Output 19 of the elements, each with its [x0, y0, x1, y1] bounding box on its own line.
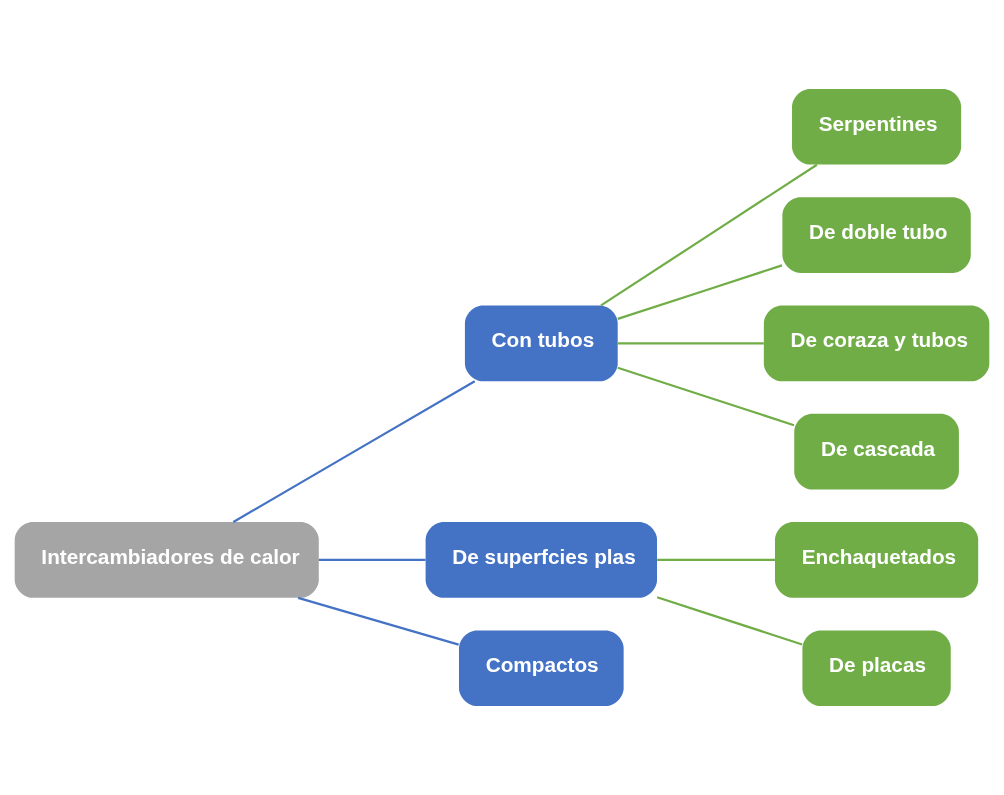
connector	[657, 558, 775, 562]
connector	[297, 596, 459, 646]
connector	[617, 264, 783, 320]
node-box: De cascada	[794, 413, 959, 490]
node-box: De doble tubo	[782, 197, 971, 273]
node-box: De coraza y tubos	[763, 305, 990, 382]
node-box: Compactos	[459, 630, 624, 707]
node-box: Enchaquetados	[774, 522, 979, 598]
node-box: Serpentines	[792, 88, 962, 165]
node-box: Intercambiadores de calor	[14, 522, 319, 598]
node-box: De superfcies plas	[425, 522, 657, 598]
connector	[617, 366, 795, 427]
connector	[232, 380, 476, 523]
connector	[656, 596, 803, 646]
connector	[600, 163, 818, 307]
node-box: Con tubos	[464, 305, 618, 382]
connector	[318, 558, 426, 562]
connector	[617, 342, 764, 345]
node-box: De placas	[802, 630, 951, 707]
